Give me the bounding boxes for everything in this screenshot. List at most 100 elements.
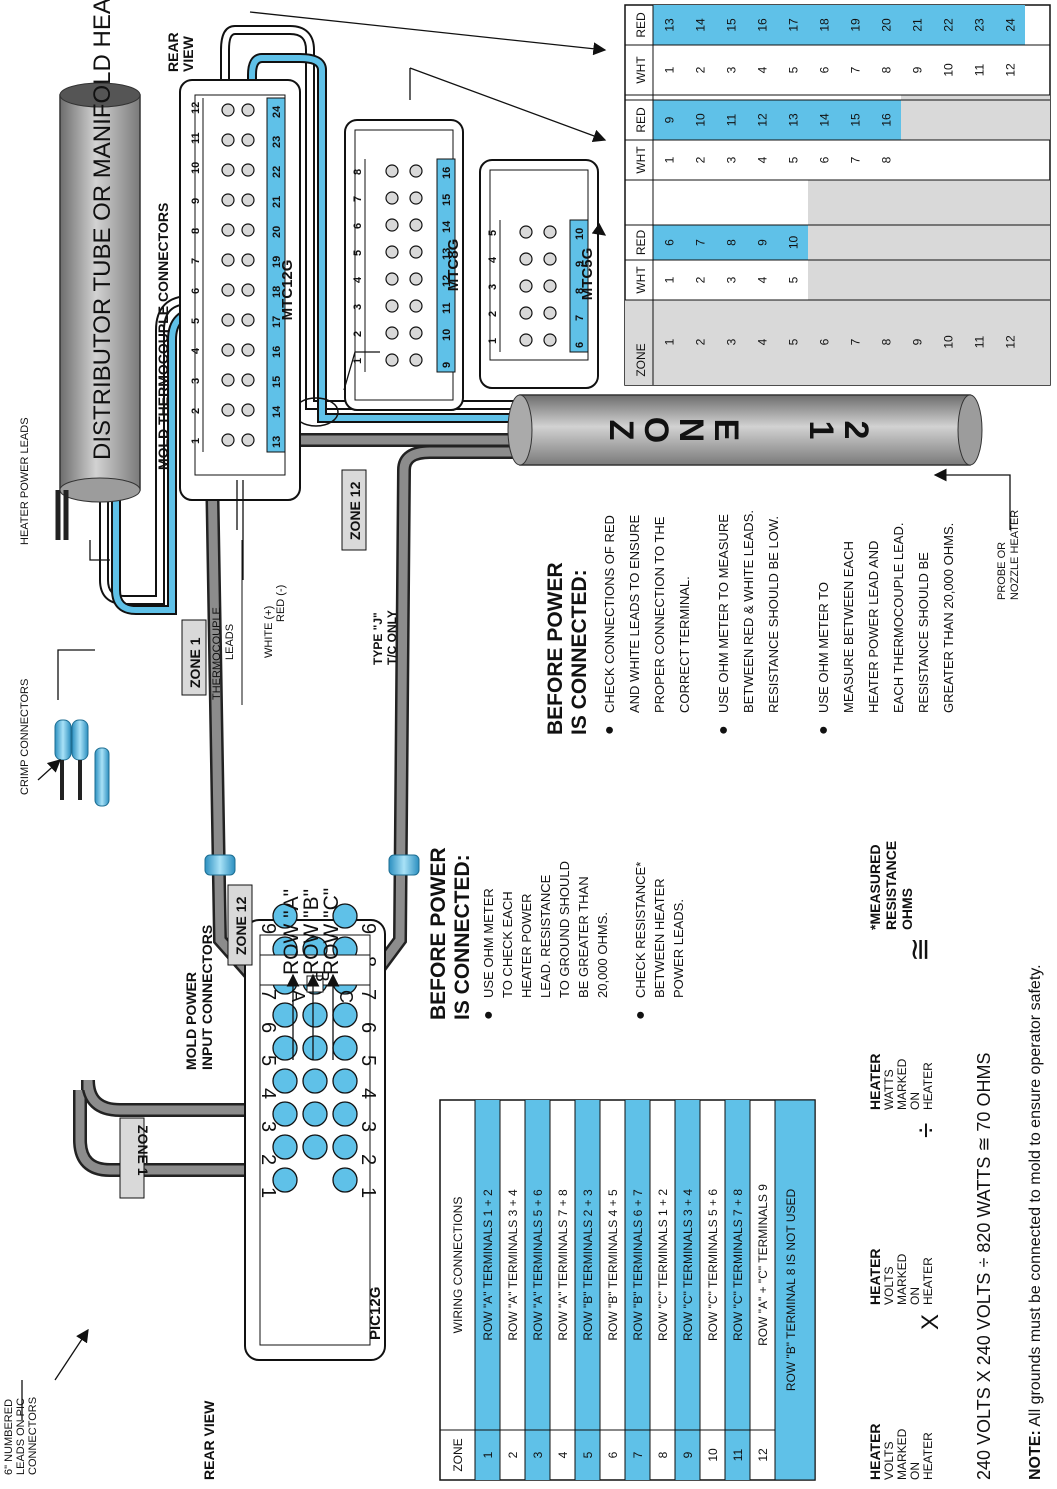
mtc8Pins-pin xyxy=(385,326,399,340)
mtc8Pins-bottom-label: 16 xyxy=(441,167,453,179)
mtc5Pins-pin xyxy=(519,306,533,320)
bp1-bullet-1-line: BE GREATER THAN xyxy=(576,876,591,998)
instructions-thermocouple: BEFORE POWER IS CONNECTED: ● CHECK CONNE… xyxy=(544,510,956,735)
zone-1-text-lower: ZONE 1 xyxy=(135,1125,151,1176)
probe-label-2: NOZZLE HEATER xyxy=(1009,510,1021,600)
mtc12Pins-name: MTC12G xyxy=(279,260,296,321)
bp2-heading-2: IS CONNECTED: xyxy=(568,569,591,735)
tc-header-r8: RED xyxy=(634,107,648,133)
mtc5Pins-top-label: 3 xyxy=(487,284,499,290)
mtc12Pins-top-label: 4 xyxy=(190,347,202,354)
mtc8Pins-bottom-label: 10 xyxy=(441,329,453,341)
mtc12Pins-top-label: 10 xyxy=(190,162,202,174)
row-b-label: ROW "B" xyxy=(300,889,323,975)
bp1-bullet-1-line: TO CHECK EACH xyxy=(500,891,515,998)
rear-view-label-2b: VIEW xyxy=(180,35,196,72)
pic-row-letter: A xyxy=(288,990,308,1002)
mtc12Pins-top-label: 1 xyxy=(190,438,202,444)
pic-pin-number-a: 5 xyxy=(257,1055,279,1066)
formula-term-3: WATTS xyxy=(882,1069,896,1110)
wiring-zone-cell: 4 xyxy=(556,1451,570,1458)
pic-pin-number-c: 2 xyxy=(357,1154,379,1165)
mtc12Pins-top-label: 8 xyxy=(190,228,202,234)
tc-cell-r12: 15 xyxy=(725,18,739,32)
mtc12Pins-pin xyxy=(241,103,255,117)
pic-pin-number-a: 6 xyxy=(257,1022,279,1033)
tc-zone-cell: 12 xyxy=(1004,335,1018,349)
tc-zone-cell: 5 xyxy=(787,338,801,345)
mtc12Pins-bottom-label: 23 xyxy=(271,136,283,148)
wiring-connection-cell: ROW "A" TERMINALS 7 + 8 xyxy=(556,1189,570,1341)
bp1-bullet-2-line: CHECK RESISTANCE* xyxy=(633,862,648,998)
bp1-bullet-1-line: USE OHM METER xyxy=(481,888,496,998)
svg-text:NOTE: All grounds must be conn: NOTE: All grounds must be connected to m… xyxy=(1027,964,1044,1480)
tc-cell-w12: 2 xyxy=(694,66,708,73)
pic-pin-row-c xyxy=(332,1035,358,1061)
mtc8Pins-bottom-label: 11 xyxy=(441,302,453,314)
bp1-bullet-1-line: HEATER POWER xyxy=(519,894,534,999)
tc-cell-r5: 8 xyxy=(725,239,739,246)
mtc12Pins-pin xyxy=(241,433,255,447)
tc-zone-cell: 9 xyxy=(911,338,925,345)
pic-pin-number-a: 2 xyxy=(257,1154,279,1165)
row-c-label: ROW "C" xyxy=(320,888,343,975)
mtc12Pins-top-label: 11 xyxy=(190,132,202,144)
bp2-bullet-3-line: EACH THERMOCOUPLE LEAD. xyxy=(891,523,906,713)
formula-term-2: HEATER xyxy=(921,1257,935,1305)
mtc12Pins-pin xyxy=(221,403,235,417)
mtc12Pins-top-label: 9 xyxy=(190,198,202,204)
mtc5Pins-top-label: 5 xyxy=(487,230,499,236)
formula-approx: ≅ xyxy=(904,937,937,962)
mtc12Pins-pin xyxy=(221,193,235,207)
formula-divide: ÷ xyxy=(910,1123,941,1138)
tc-cell-r12: 17 xyxy=(787,18,801,32)
mtc12Pins-pin xyxy=(221,163,235,177)
bp2-bullet-2-dot: ● xyxy=(715,725,732,735)
pic-pin-number-c: 1 xyxy=(357,1187,379,1198)
pic-pin-row-a xyxy=(272,1002,298,1028)
mtc12Pins-pin xyxy=(221,223,235,237)
numbered-leads-line-2: LEADS ON PIC xyxy=(15,1398,27,1475)
row-a-label: ROW "A" xyxy=(280,889,303,975)
tc-cell-r12: 24 xyxy=(1004,18,1018,32)
tc-cell-w5: 5 xyxy=(787,276,801,283)
mtc8Pins-pin xyxy=(385,272,399,286)
pic12g-name: PIC12G xyxy=(367,1287,384,1340)
mold-power-label-2: INPUT CONNECTORS xyxy=(199,925,215,1070)
tc-header-r5: RED xyxy=(634,230,648,256)
mtc12Pins-pin xyxy=(221,343,235,357)
tc-cell-r8: 11 xyxy=(725,113,739,126)
wiring-zone-cell: 8 xyxy=(656,1451,670,1458)
tc-cell-r12: 16 xyxy=(756,18,770,32)
formula-term-3: ON xyxy=(908,1092,922,1110)
tc-cell-w12: 10 xyxy=(942,63,956,77)
mtc8Pins-bottom-label: 13 xyxy=(441,248,453,260)
mtc5Pins-pin xyxy=(519,252,533,266)
mtc12Pins-pin xyxy=(221,133,235,147)
pic-pin-number-c: 4 xyxy=(357,1088,379,1099)
power-lead-sleeves xyxy=(204,854,420,876)
mtc8Pins-pin xyxy=(409,353,423,367)
tc-cell-w12: 4 xyxy=(756,66,770,73)
mtc12Pins-bottom-label: 21 xyxy=(271,196,283,208)
bp2-bullet-1-line: CHECK CONNECTIONS OF RED xyxy=(602,515,617,713)
pic-pin-row-b xyxy=(302,1134,328,1160)
type-j-label-1: TYPE "J" xyxy=(371,612,385,665)
pic-pin-row-b xyxy=(302,1002,328,1028)
bp2-bullet-1-line: AND WHITE LEADS TO ENSURE xyxy=(627,515,642,713)
bp1-bullet-1-line: TO GROUND SHOULD xyxy=(557,861,572,998)
tc-zone-cell: 2 xyxy=(694,338,708,345)
pic-pin-row-b xyxy=(302,1101,328,1127)
tc-cell-r8: 13 xyxy=(787,113,801,127)
mtc8Pins-pin xyxy=(409,218,423,232)
manifold-title: DISTRIBUTOR TUBE OR MANIFOLD HEATER (ZON… xyxy=(89,0,116,460)
wiring-connection-cell: ROW "B" TERMINALS 2 + 3 xyxy=(581,1189,595,1341)
tc-cell-w5: 2 xyxy=(694,276,708,283)
formula-term-2: ON xyxy=(908,1287,922,1305)
tc-cell-w12: 5 xyxy=(787,66,801,73)
mtc12Pins-top-label: 12 xyxy=(190,102,202,114)
